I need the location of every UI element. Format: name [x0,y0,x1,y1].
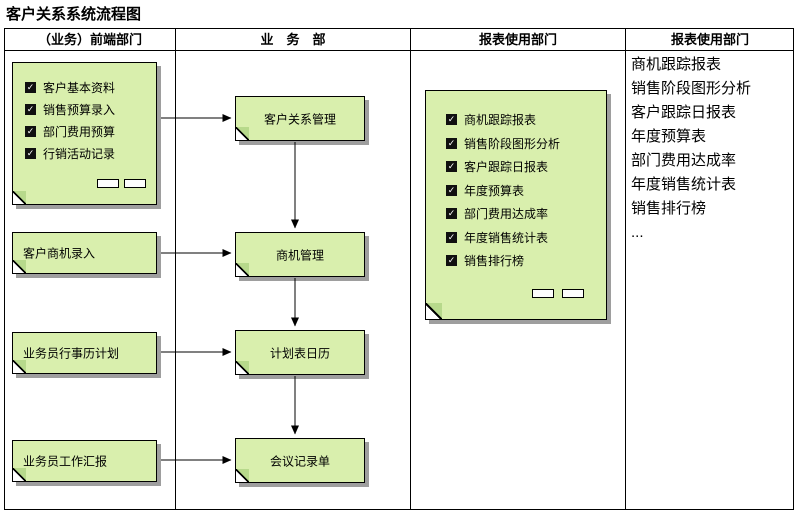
note-label: 业务员工作汇报 [23,454,108,469]
note-opportunity-entry: 客户商机录入 [12,232,157,274]
report-list-item: 部门费用达成率 [631,152,737,169]
checkbox-icon: ✓ [25,148,36,159]
note-mini-button [124,179,146,188]
note-label: 客户商机录入 [23,246,96,261]
note-meeting-record: 会议记录单 [235,438,365,483]
checkbox-icon: ✓ [446,208,457,219]
report-list-item: 销售排行榜 [631,200,707,217]
checklist-item: ✓ 部门费用预算 [25,123,115,140]
note-salesman-calendar: 业务员行事历计划 [12,332,157,374]
checkbox-icon: ✓ [446,114,457,125]
checklist-label: 部门费用达成率 [464,207,549,221]
report-list-item: 客户跟踪日报表 [631,104,737,121]
table-border [4,28,794,510]
folded-corner [236,469,249,482]
checklist-item: ✓ 部门费用达成率 [446,205,548,222]
checklist-item: ✓ 销售排行榜 [446,252,524,269]
note-crm: 客户关系管理 [235,96,365,141]
column-divider-3 [625,28,626,510]
note-label: 商机管理 [275,248,324,262]
checklist-item: ✓ 销售阶段图形分析 [446,135,560,152]
checklist-item: ✓ 客户跟踪日报表 [446,158,548,175]
report-list-item: 销售阶段图形分析 [631,80,752,97]
note-label: 客户关系管理 [263,112,336,126]
checkbox-icon: ✓ [446,138,457,149]
folded-corner [426,303,442,319]
note-frontend-entry: ✓ 客户基本资料 ✓ 销售预算录入 ✓ 部门费用预算 ✓ 行销活动记录 [12,62,157,205]
column-divider-1 [175,28,176,510]
checkbox-icon: ✓ [446,185,457,196]
checklist-item: ✓ 年度预算表 [446,182,524,199]
checklist-label: 年度预算表 [464,184,525,198]
column-header-frontend: （业务）前端部门 [37,32,142,47]
note-label: 会议记录单 [269,454,330,468]
checkbox-icon: ✓ [25,82,36,93]
note-mini-button [97,179,119,188]
checklist-label: 销售阶段图形分析 [464,137,561,151]
checklist-label: 行销活动记录 [43,147,116,161]
column-header-report-dept: 报表使用部门 [478,32,557,47]
folded-corner [13,468,26,481]
note-mini-button [532,289,554,298]
column-header-report-list: 报表使用部门 [670,32,749,47]
checklist-item: ✓ 行销活动记录 [25,145,115,162]
folded-corner [236,127,249,140]
folded-corner [13,360,26,373]
note-schedule-calendar: 计划表日历 [235,330,365,375]
folded-corner [236,361,249,374]
checklist-item: ✓ 销售预算录入 [25,101,115,118]
note-mini-button [562,289,584,298]
checklist-label: 年度销售统计表 [464,231,549,245]
report-list-item: ... [631,224,644,241]
checkbox-icon: ✓ [25,126,36,137]
checklist-label: 客户跟踪日报表 [464,160,549,174]
note-label: 业务员行事历计划 [23,346,120,361]
note-opportunity-mgmt: 商机管理 [235,232,365,277]
checkbox-icon: ✓ [446,232,457,243]
column-header-business: 业 务 部 [260,32,326,47]
report-list-item: 商机跟踪报表 [631,56,722,73]
note-label: 计划表日历 [269,346,330,360]
checklist-item: ✓ 年度销售统计表 [446,229,548,246]
checkbox-icon: ✓ [446,255,457,266]
folded-corner [13,260,26,273]
header-separator [4,50,794,51]
checklist-label: 商机跟踪报表 [464,113,537,127]
checklist-label: 客户基本资料 [43,81,116,95]
page-title: 客户关系系统流程图 [6,6,142,23]
column-divider-2 [410,28,411,510]
checklist-label: 部门费用预算 [43,125,116,139]
checkbox-icon: ✓ [25,104,36,115]
report-list-item: 年度预算表 [631,128,707,145]
report-name-list: 商机跟踪报表 销售阶段图形分析 客户跟踪日报表 年度预算表 部门费用达成率 年度… [631,53,751,245]
checklist-label: 销售排行榜 [464,254,525,268]
folded-corner [13,191,26,204]
checklist-item: ✓ 商机跟踪报表 [446,111,536,128]
note-work-report: 业务员工作汇报 [12,440,157,482]
checklist-item: ✓ 客户基本资料 [25,79,115,96]
folded-corner [236,263,249,276]
checklist-label: 销售预算录入 [43,103,116,117]
note-reports: ✓ 商机跟踪报表 ✓ 销售阶段图形分析 ✓ 客户跟踪日报表 ✓ 年度预算表 ✓ … [425,90,607,320]
report-list-item: 年度销售统计表 [631,176,737,193]
checkbox-icon: ✓ [446,161,457,172]
